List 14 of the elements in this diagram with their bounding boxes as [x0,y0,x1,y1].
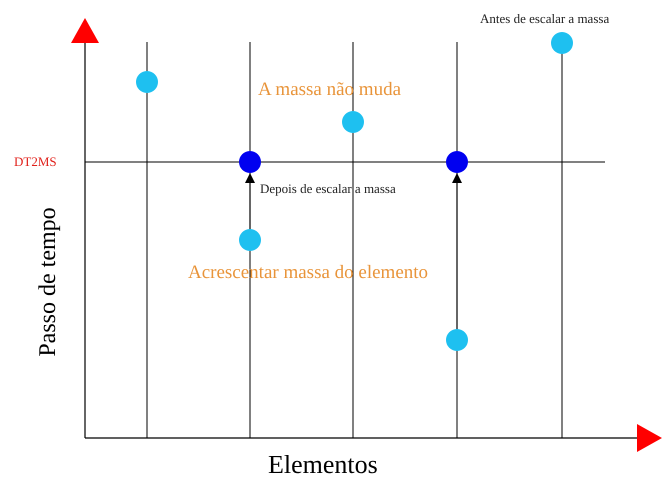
data-point [239,229,261,251]
annotation-text: Depois de escalar a massa [260,182,396,195]
axis-title: Elementos [268,452,378,478]
data-point [551,32,573,54]
data-point [446,151,468,173]
threshold-label: DT2MS [14,155,57,168]
arrow [452,173,462,329]
annotation-text: Antes de escalar a massa [480,12,610,25]
data-point [239,151,261,173]
data-point [136,71,158,93]
data-point [342,111,364,133]
axis-title: Passo de tempo [36,207,60,357]
data-point [446,329,468,351]
arrow [245,173,255,229]
